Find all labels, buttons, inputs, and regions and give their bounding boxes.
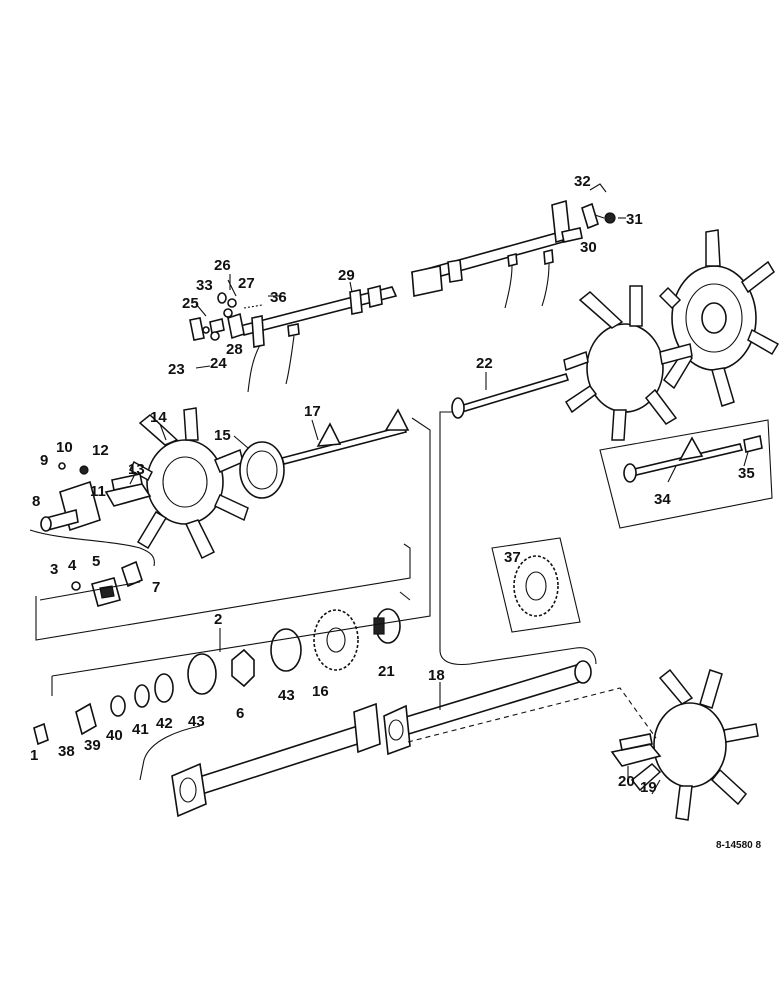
callout-17: 17 bbox=[304, 403, 321, 420]
upper-rod-assembly bbox=[189, 199, 616, 393]
callout-41: 41 bbox=[132, 721, 149, 738]
callout-1: 1 bbox=[30, 747, 38, 764]
callout-4: 4 bbox=[68, 557, 77, 574]
callout-36: 36 bbox=[270, 289, 287, 306]
callout-14: 14 bbox=[150, 409, 167, 426]
callout-18: 18 bbox=[428, 667, 445, 684]
callout-32: 32 bbox=[574, 173, 591, 190]
drive-plate-11 bbox=[40, 462, 101, 532]
callout-35: 35 bbox=[738, 465, 755, 482]
callout-23: 23 bbox=[168, 361, 185, 378]
callout-30: 30 bbox=[580, 239, 597, 256]
shaft-17 bbox=[280, 408, 410, 465]
drawing-code: 8-14580 8 bbox=[716, 840, 761, 851]
flange-15 bbox=[239, 441, 285, 499]
bearing-block-5 bbox=[71, 560, 143, 607]
tube-18 bbox=[171, 660, 592, 818]
callout-9: 9 bbox=[40, 452, 48, 469]
callout-43-upper: 43 bbox=[278, 687, 295, 704]
callout-28: 28 bbox=[226, 341, 243, 358]
callout-33: 33 bbox=[196, 277, 213, 294]
callout-16: 16 bbox=[312, 683, 329, 700]
bracket-20 bbox=[610, 733, 662, 767]
callout-19: 19 bbox=[640, 779, 657, 796]
callout-43-lower: 43 bbox=[188, 713, 205, 730]
shaft-22 bbox=[451, 373, 570, 419]
callout-2: 2 bbox=[214, 611, 222, 628]
callout-34: 34 bbox=[654, 491, 671, 508]
callout-20: 20 bbox=[618, 773, 635, 790]
callout-13: 13 bbox=[128, 461, 145, 478]
callout-24: 24 bbox=[210, 355, 227, 372]
callout-10: 10 bbox=[56, 439, 73, 456]
sprocket-37-box bbox=[491, 537, 581, 633]
callout-27: 27 bbox=[238, 275, 255, 292]
callout-8: 8 bbox=[32, 493, 40, 510]
hardware-stack bbox=[33, 608, 401, 746]
reel-spider-19 bbox=[630, 668, 759, 821]
callout-29: 29 bbox=[338, 267, 355, 284]
callout-7: 7 bbox=[152, 579, 160, 596]
alignment-line bbox=[407, 687, 657, 743]
shaft-34-box bbox=[599, 419, 773, 529]
reel-spider-upper-right bbox=[658, 229, 780, 407]
callout-42: 42 bbox=[156, 715, 173, 732]
callout-31: 31 bbox=[626, 211, 643, 228]
callout-22: 22 bbox=[476, 355, 493, 372]
callout-40: 40 bbox=[106, 727, 123, 744]
callout-21: 21 bbox=[378, 663, 395, 680]
group-bracket-2 bbox=[35, 543, 411, 641]
callout-25: 25 bbox=[182, 295, 199, 312]
callout-3: 3 bbox=[50, 561, 58, 578]
reel-spider-middle-right bbox=[563, 285, 693, 441]
callout-15: 15 bbox=[214, 427, 231, 444]
callout-11: 11 bbox=[90, 483, 106, 500]
callout-39: 39 bbox=[84, 737, 101, 754]
callout-12: 12 bbox=[92, 442, 109, 459]
callout-6: 6 bbox=[236, 705, 244, 722]
callout-37: 37 bbox=[504, 549, 521, 566]
callout-26: 26 bbox=[214, 257, 231, 274]
bracket-13 bbox=[104, 473, 152, 507]
callout-38: 38 bbox=[58, 743, 75, 760]
callout-5: 5 bbox=[92, 553, 100, 570]
